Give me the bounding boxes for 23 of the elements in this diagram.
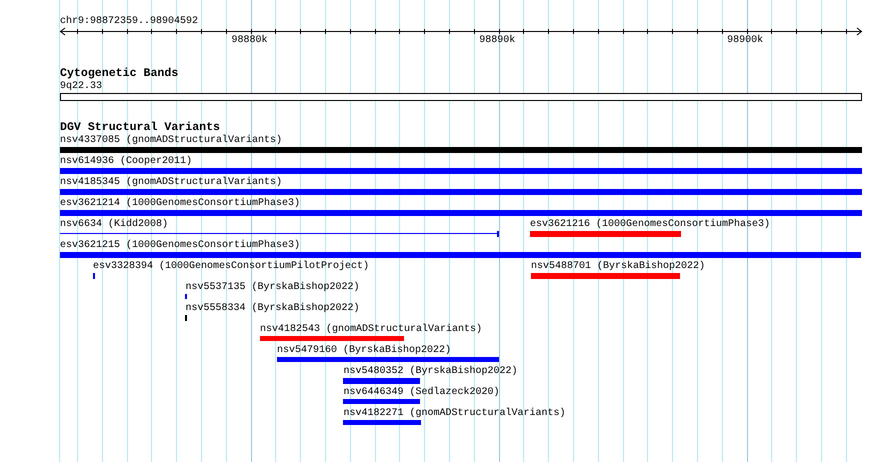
feature-label: nsv5488701 (ByrskaBishop2022) xyxy=(531,260,706,272)
tick-label: 98900k xyxy=(727,34,764,46)
feature-label: nsv4182543 (gnomADStructuralVariants) xyxy=(260,324,482,335)
tick-label: 98880k xyxy=(232,34,268,46)
feature-label: esv3621214 (1000GenomesConsortiumPhase3) xyxy=(60,198,300,209)
feature-label: nsv4185345 (gnomADStructuralVariants) xyxy=(60,176,282,188)
feature-label: nsv5537135 (ByrskaBishop2022) xyxy=(186,282,360,294)
feature-label: esv3621216 (1000GenomesConsortiumPhase3) xyxy=(530,218,770,230)
feature-label: nsv6634 (Kidd2008) xyxy=(60,218,168,230)
feature-label: nsv5479160 (ByrskaBishop2022) xyxy=(277,344,452,356)
track-heading: DGV Structural Variants xyxy=(60,121,220,134)
feature-label: nsv5558334 (ByrskaBishop2022) xyxy=(186,303,360,314)
feature-label: nsv4182271 (gnomADStructuralVariants) xyxy=(344,408,566,420)
track-heading: Cytogenetic Bands xyxy=(60,66,178,80)
location-label: chr9:98872359..98904592 xyxy=(60,16,198,27)
feature-label: nsv6446349 (Sedlazeck2020) xyxy=(344,387,500,398)
feature-label: nsv614936 (Cooper2011) xyxy=(60,156,192,168)
feature-label: esv3328394 (1000GenomesConsortiumPilotProject) xyxy=(93,260,370,272)
feature-label: nsv4337085 (gnomADStructuralVariants) xyxy=(60,134,282,146)
band-label: 9q22.33 xyxy=(60,81,102,92)
tick-label: 98890k xyxy=(479,34,516,46)
feature-label: nsv5480352 (ByrskaBishop2022) xyxy=(344,366,518,377)
feature-label: esv3621215 (1000GenomesConsortiumPhase3) xyxy=(60,240,300,251)
